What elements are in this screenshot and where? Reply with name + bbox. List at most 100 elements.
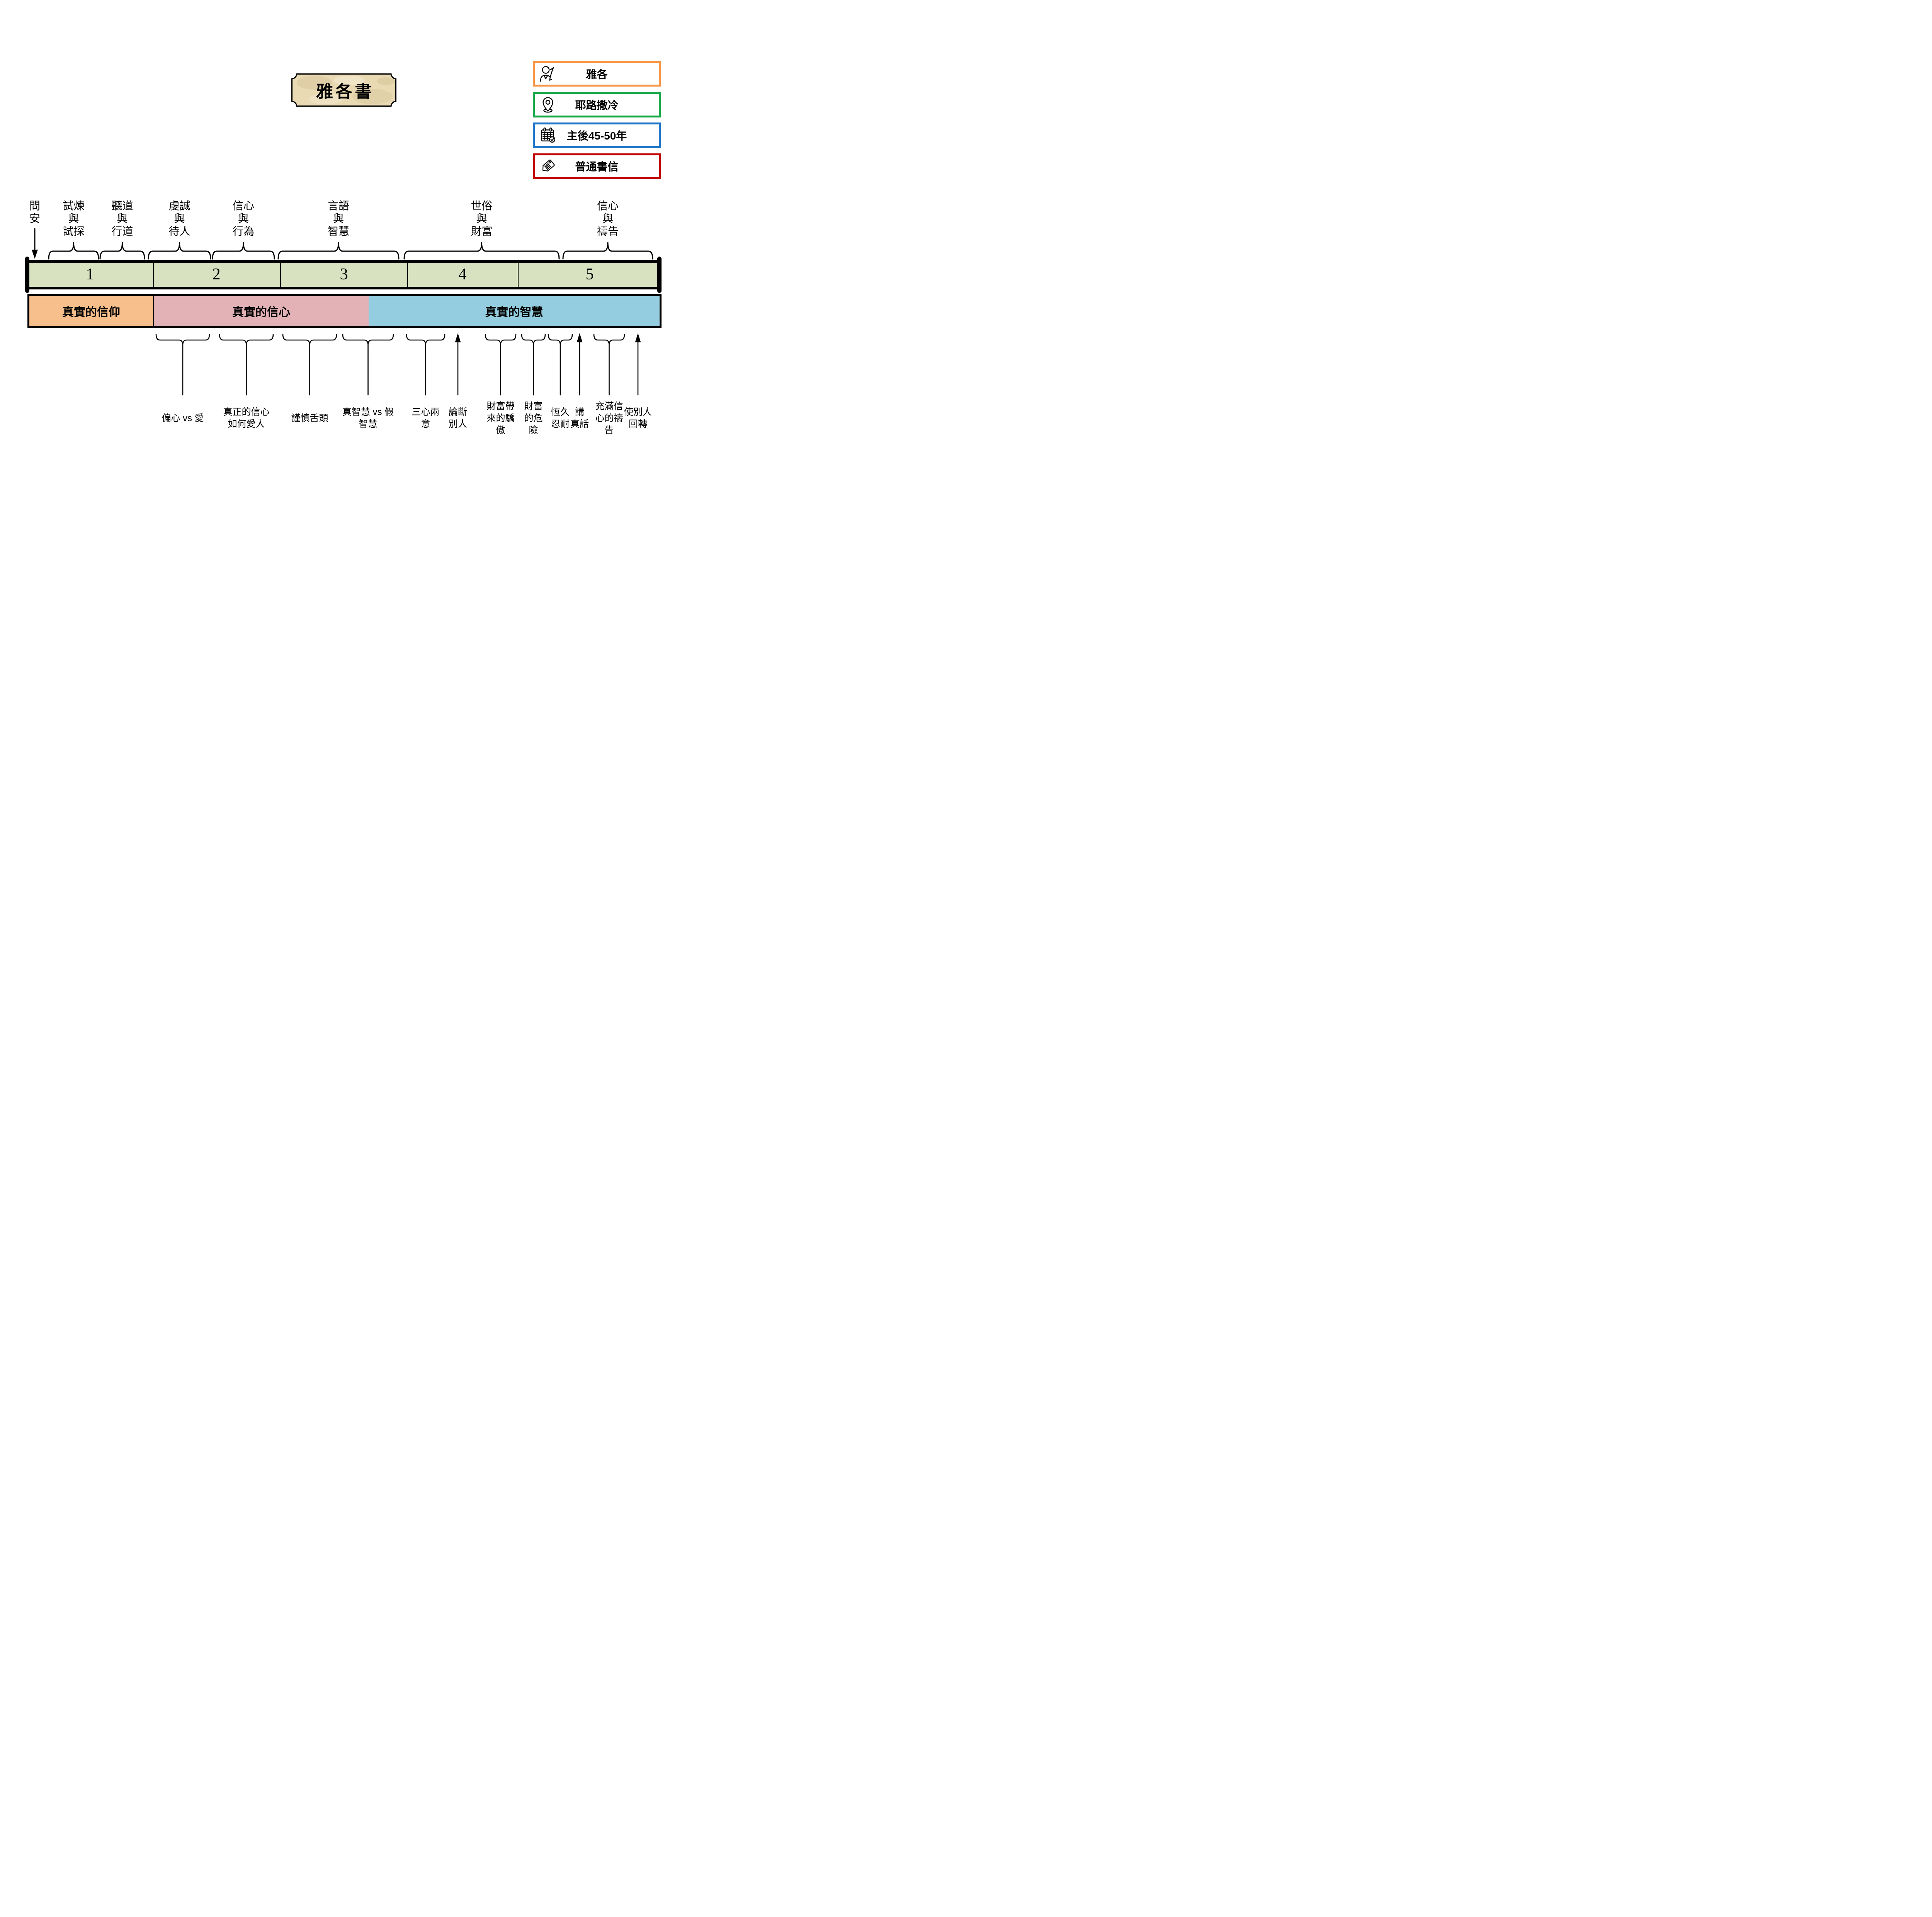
band-true-wisdom: 真實的智慧 (369, 296, 660, 326)
section-label-line: 行道 (111, 225, 133, 237)
plaque-shape (291, 73, 396, 107)
chapter-divider (280, 262, 281, 287)
note-label-line: 忍耐 (551, 419, 570, 429)
section-label: 信心與行為 (233, 199, 254, 238)
note-label: 財富的危險 (524, 400, 543, 436)
section-label-line: 聽道 (111, 200, 133, 212)
section-brace (277, 242, 400, 260)
note-label-line: 的危 (524, 413, 543, 424)
note-brace (282, 333, 337, 396)
note-brace (155, 333, 210, 396)
greeting-arrow-down (32, 250, 38, 259)
date-label: 主後45-50年 (566, 130, 627, 142)
note-label: 財富帶來的驕傲 (487, 400, 515, 436)
band-label: 真實的信心 (232, 306, 290, 319)
greeting-line: 安 (29, 213, 41, 225)
section-label-line: 與 (174, 213, 185, 225)
info-box-place: 耶路撒冷 (533, 92, 661, 117)
section-label-line: 信心 (232, 200, 255, 212)
tag-icon (542, 159, 555, 172)
chapter-number: 4 (458, 265, 467, 284)
note-label-line: 智慧 (359, 419, 378, 429)
note-brace (593, 333, 625, 396)
band-true-religion: 真實的信仰 (29, 296, 154, 326)
note-label: 論斷別人 (449, 406, 467, 430)
section-brace (148, 242, 211, 260)
note-arrow-up (455, 333, 461, 342)
note-label-line: 充滿信 (595, 401, 623, 412)
timeline-right-cap (657, 257, 662, 293)
section-label-line: 與 (68, 213, 79, 225)
section-label-line: 智慧 (327, 225, 350, 237)
note-label-line: 財富帶 (486, 401, 515, 412)
note-label-line: 真正的信心 (223, 407, 270, 417)
band-label: 真實的智慧 (485, 306, 543, 319)
note-arrow-up (577, 333, 583, 342)
section-label-line: 與 (117, 213, 128, 225)
place-label: 耶路撒冷 (575, 99, 619, 111)
note-label-line: 論斷 (449, 407, 467, 417)
note-label-line: 告 (604, 425, 614, 435)
section-label: 世俗與財富 (471, 199, 492, 238)
note-brace (342, 333, 394, 396)
note-label-line: 來的驕 (486, 413, 515, 424)
note-label-line: 真智慧 vs 假 (342, 407, 394, 417)
note-label-line: 傲 (496, 425, 505, 435)
connector-layer (32, 228, 653, 396)
chapter-timeline: 1 2 3 4 5 (27, 260, 662, 289)
note-brace (219, 333, 274, 396)
section-label: 虔誠與待人 (168, 199, 190, 238)
chapter-number: 1 (86, 265, 94, 284)
note-label-line: 別人 (449, 419, 467, 429)
band-label: 真實的信仰 (62, 306, 120, 319)
note-label-line: 財富 (524, 401, 543, 412)
section-label-line: 試探 (63, 225, 85, 237)
note-label-line: 使別人 (624, 407, 652, 417)
plaque-texture (297, 76, 395, 104)
note-label-line: 險 (529, 425, 538, 435)
author-label: 雅各 (586, 68, 608, 80)
note-label: 真智慧 vs 假智慧 (342, 406, 394, 430)
note-label-line: 偏心 vs 愛 (162, 413, 204, 424)
section-brace (212, 242, 275, 260)
note-label-line: 恆久 (551, 407, 570, 417)
chapter-divider (407, 262, 408, 287)
section-label-line: 試煉 (63, 200, 85, 212)
note-brace (521, 333, 546, 396)
note-label: 偏心 vs 愛 (162, 412, 204, 424)
note-label: 謹慎舌頭 (291, 412, 328, 424)
section-label: 信心與禱告 (597, 199, 619, 238)
note-label: 使別人回轉 (624, 406, 652, 430)
note-label-line: 如何愛人 (228, 419, 265, 429)
chapter-number: 2 (212, 265, 221, 284)
chapter-number: 5 (585, 265, 594, 284)
author-icon (540, 66, 554, 82)
band-true-faith: 真實的信心 (154, 296, 369, 326)
chapter-number: 3 (340, 265, 348, 284)
section-label-line: 待人 (168, 225, 190, 237)
section-label-line: 與 (238, 213, 249, 225)
greeting-line: 問 (29, 200, 41, 212)
section-brace (562, 242, 653, 260)
chapter-divider (153, 262, 154, 287)
section-label-line: 財富 (471, 225, 493, 237)
theme-bands: 真實的信仰 真實的信心 真實的智慧 (27, 294, 662, 328)
section-label-line: 言語 (327, 200, 350, 212)
calendar-check-icon (541, 128, 556, 143)
section-brace (403, 242, 560, 260)
note-label: 三心兩意 (412, 406, 440, 430)
section-label-line: 禱告 (597, 225, 619, 237)
note-label: 真正的信心如何愛人 (223, 406, 270, 430)
section-label-line: 與 (333, 213, 344, 225)
timeline-left-cap (25, 257, 29, 293)
note-label-line: 回轉 (629, 419, 647, 429)
section-label-line: 信心 (597, 200, 619, 212)
plaque-background (291, 73, 396, 107)
section-label-line: 行為 (232, 225, 255, 237)
note-label: 恆久忍耐 (551, 406, 570, 430)
note-label-line: 謹慎舌頭 (291, 413, 328, 424)
note-label-line: 三心兩 (412, 407, 440, 417)
section-label-line: 與 (602, 213, 614, 225)
section-brace (48, 242, 99, 260)
section-label-line: 與 (476, 213, 487, 225)
